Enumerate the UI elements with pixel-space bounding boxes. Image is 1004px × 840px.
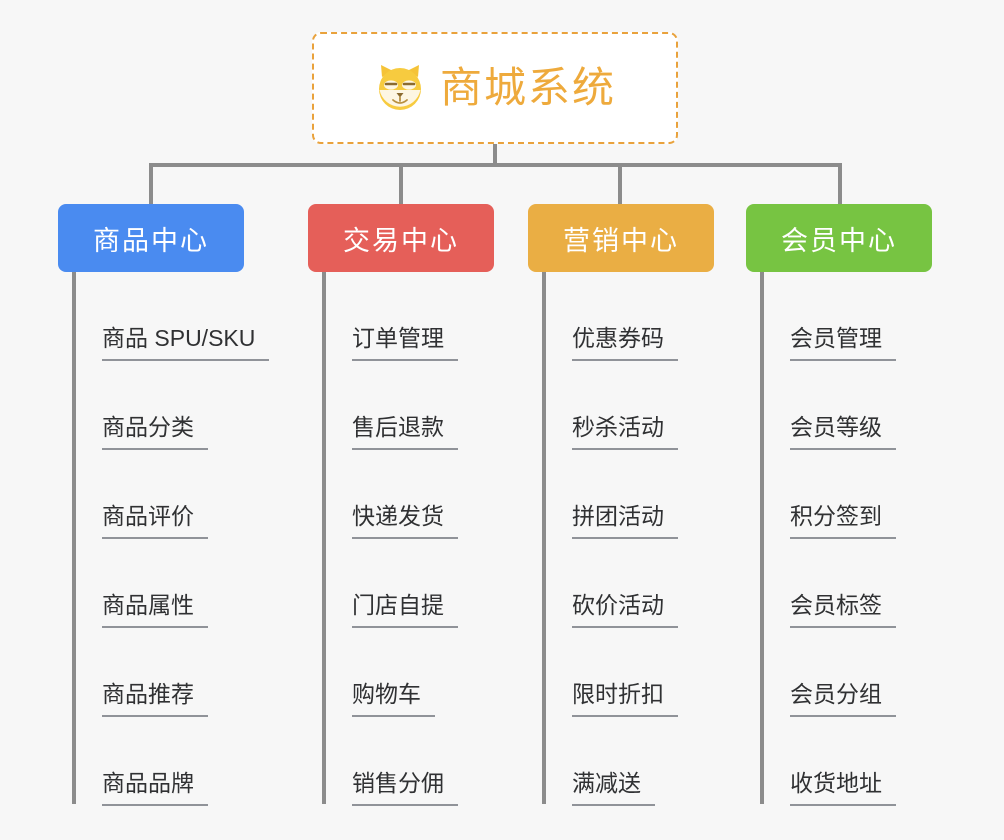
- leaf-item-label: 限时折扣: [572, 683, 678, 717]
- leaf-list-1: 商品 SPU/SKU 商品分类 商品评价 商品属性 商品推荐 商品品牌: [72, 272, 270, 806]
- leaf-item-label: 会员等级: [790, 416, 896, 450]
- category-rail-4: [760, 272, 764, 804]
- leaf-item[interactable]: 限时折扣: [542, 628, 678, 717]
- category-header-label: 商品中心: [93, 225, 209, 256]
- leaf-item-label: 商品属性: [102, 594, 208, 628]
- leaf-item[interactable]: 售后退款: [322, 361, 458, 450]
- leaf-item[interactable]: 会员管理: [760, 272, 896, 361]
- leaf-item[interactable]: 门店自提: [322, 539, 458, 628]
- leaf-item-label: 会员标签: [790, 594, 896, 628]
- shiba-dog-face-icon: [374, 62, 426, 114]
- leaf-item-label: 销售分佣: [352, 772, 458, 806]
- leaf-item-label: 收货地址: [790, 772, 896, 806]
- leaf-list-3: 优惠券码 秒杀活动 拼团活动 砍价活动 限时折扣 满减送: [542, 272, 678, 806]
- leaf-item[interactable]: 满减送: [542, 717, 678, 806]
- leaf-item[interactable]: 快递发货: [322, 450, 458, 539]
- connector-bus-bar: [150, 163, 842, 167]
- leaf-item-label: 商品分类: [102, 416, 208, 450]
- category-rail-1: [72, 272, 76, 804]
- leaf-item[interactable]: 订单管理: [322, 272, 458, 361]
- leaf-item-label: 快递发货: [352, 505, 458, 539]
- leaf-item-label: 积分签到: [790, 505, 896, 539]
- leaf-item[interactable]: 收货地址: [760, 717, 896, 806]
- category-header-2[interactable]: 交易中心: [308, 204, 494, 272]
- leaf-item[interactable]: 商品评价: [72, 450, 269, 539]
- leaf-item[interactable]: 会员等级: [760, 361, 896, 450]
- category-header-1[interactable]: 商品中心: [58, 204, 244, 272]
- leaf-item[interactable]: 商品 SPU/SKU: [72, 272, 270, 361]
- root-node-title: 商城系统: [439, 64, 616, 111]
- category-rail-3: [542, 272, 546, 804]
- leaf-item-label: 商品推荐: [102, 683, 208, 717]
- category-header-label: 交易中心: [343, 225, 459, 256]
- category-header-label: 会员中心: [781, 225, 897, 256]
- leaf-item-label: 商品评价: [102, 505, 208, 539]
- connector-drop-1: [149, 163, 153, 206]
- leaf-item-label: 满减送: [572, 772, 655, 806]
- leaf-item-label: 商品品牌: [102, 772, 208, 806]
- category-header-4[interactable]: 会员中心: [746, 204, 932, 272]
- leaf-item-label: 门店自提: [352, 594, 458, 628]
- leaf-item[interactable]: 商品品牌: [72, 717, 269, 806]
- leaf-item[interactable]: 商品推荐: [72, 628, 269, 717]
- leaf-item[interactable]: 会员分组: [760, 628, 896, 717]
- leaf-item-label: 订单管理: [352, 327, 458, 361]
- connector-root-stem: [493, 144, 497, 166]
- leaf-item[interactable]: 商品分类: [72, 361, 269, 450]
- leaf-item-label: 会员管理: [790, 327, 896, 361]
- leaf-item-label: 秒杀活动: [572, 416, 678, 450]
- leaf-item[interactable]: 商品属性: [72, 539, 269, 628]
- leaf-item[interactable]: 会员标签: [760, 539, 896, 628]
- root-node-mall-system[interactable]: 商城系统: [312, 32, 678, 144]
- leaf-item[interactable]: 砍价活动: [542, 539, 678, 628]
- leaf-item-label: 商品 SPU/SKU: [102, 327, 270, 361]
- leaf-item-label: 拼团活动: [572, 505, 678, 539]
- leaf-item[interactable]: 拼团活动: [542, 450, 678, 539]
- leaf-item[interactable]: 购物车: [322, 628, 458, 717]
- leaf-list-4: 会员管理 会员等级 积分签到 会员标签 会员分组 收货地址: [760, 272, 896, 806]
- leaf-item[interactable]: 销售分佣: [322, 717, 458, 806]
- leaf-item-label: 优惠券码: [572, 327, 678, 361]
- leaf-item-label: 购物车: [352, 683, 435, 717]
- connector-drop-4: [838, 163, 842, 206]
- connector-drop-2: [399, 163, 403, 206]
- connector-drop-3: [618, 163, 622, 206]
- leaf-item[interactable]: 积分签到: [760, 450, 896, 539]
- category-header-3[interactable]: 营销中心: [528, 204, 714, 272]
- leaf-item-label: 砍价活动: [572, 594, 678, 628]
- leaf-item[interactable]: 优惠券码: [542, 272, 678, 361]
- leaf-item-label: 会员分组: [790, 683, 896, 717]
- leaf-list-2: 订单管理 售后退款 快递发货 门店自提 购物车 销售分佣: [322, 272, 458, 806]
- category-header-label: 营销中心: [563, 225, 679, 256]
- leaf-item-label: 售后退款: [352, 416, 458, 450]
- leaf-item[interactable]: 秒杀活动: [542, 361, 678, 450]
- category-rail-2: [322, 272, 326, 804]
